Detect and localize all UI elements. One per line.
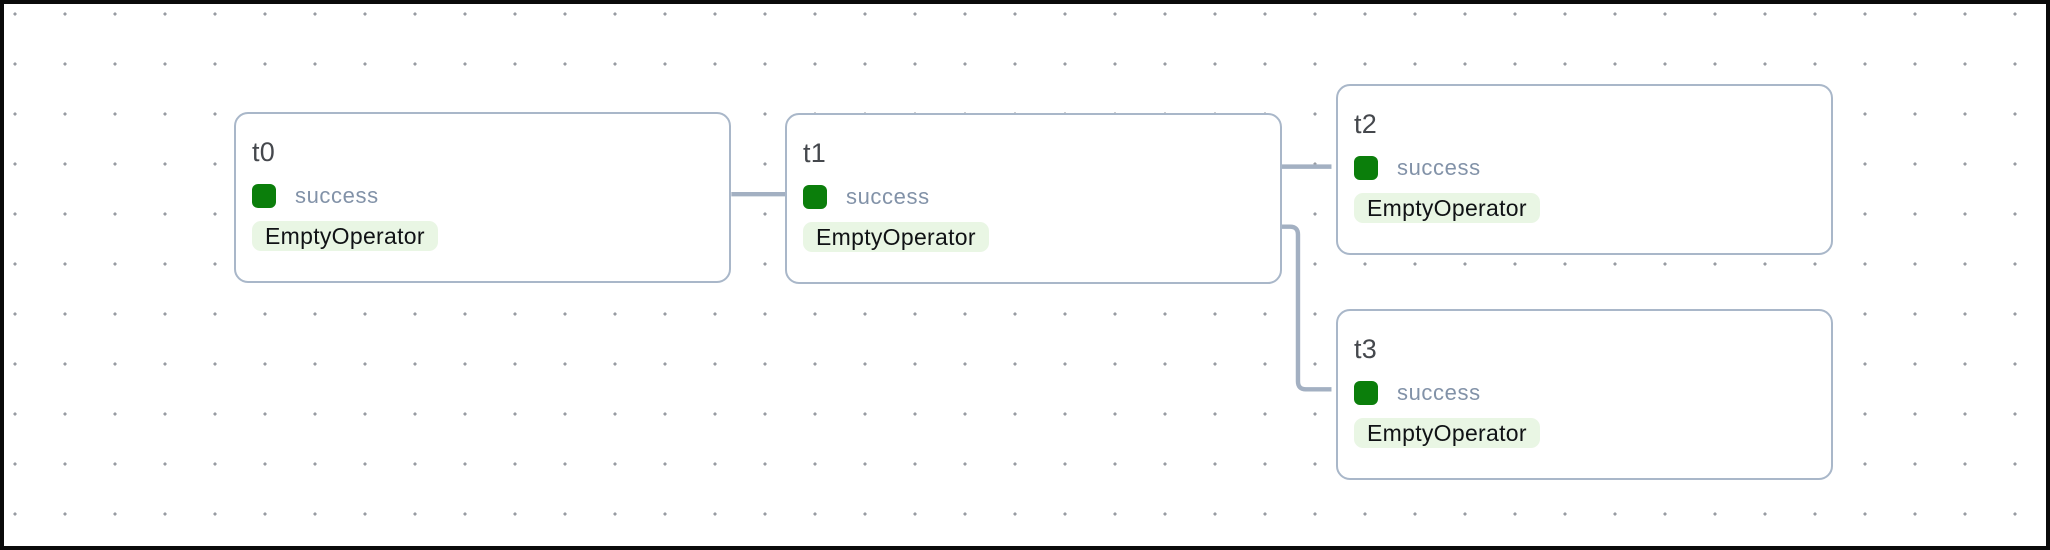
task-node-t2[interactable]: t2 success EmptyOperator bbox=[1336, 84, 1833, 255]
operator-badge: EmptyOperator bbox=[1354, 418, 1540, 448]
task-status-row: success bbox=[803, 185, 1264, 209]
task-name: t2 bbox=[1354, 109, 1377, 139]
task-status-row: success bbox=[1354, 381, 1815, 405]
success-status-icon bbox=[803, 185, 827, 209]
task-node-t3[interactable]: t3 success EmptyOperator bbox=[1336, 309, 1833, 480]
task-name: t3 bbox=[1354, 334, 1377, 364]
task-name: t0 bbox=[252, 137, 275, 167]
task-status-row: success bbox=[252, 184, 713, 208]
task-node-t1[interactable]: t1 success EmptyOperator bbox=[785, 113, 1282, 284]
task-status-label: success bbox=[846, 184, 930, 209]
success-status-icon bbox=[252, 184, 276, 208]
task-name: t1 bbox=[803, 138, 826, 168]
task-status-label: success bbox=[295, 183, 379, 208]
operator-badge: EmptyOperator bbox=[252, 221, 438, 251]
operator-badge: EmptyOperator bbox=[1354, 193, 1540, 223]
operator-badge: EmptyOperator bbox=[803, 222, 989, 252]
task-status-label: success bbox=[1397, 380, 1481, 405]
success-status-icon bbox=[1354, 381, 1378, 405]
task-status-row: success bbox=[1354, 156, 1815, 180]
success-status-icon bbox=[1354, 156, 1378, 180]
task-status-label: success bbox=[1397, 155, 1481, 180]
task-node-t0[interactable]: t0 success EmptyOperator bbox=[234, 112, 731, 283]
